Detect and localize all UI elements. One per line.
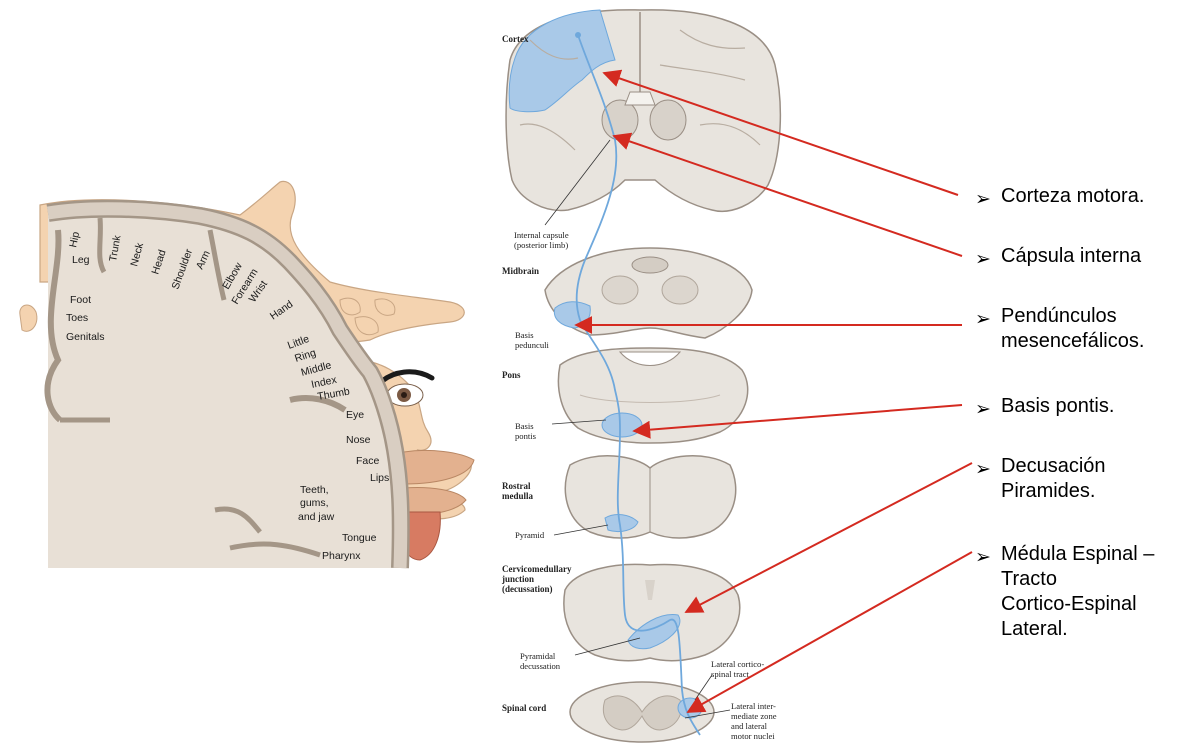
spinal-cord-section xyxy=(569,681,715,743)
annot-basis-pon-1: Basis xyxy=(515,421,534,431)
label-nose: Nose xyxy=(346,434,371,446)
annot-lat-zone-1: Lateral inter- xyxy=(731,701,776,711)
section-label-spinal: Spinal cord xyxy=(502,703,546,713)
annot-lat-zone-4: motor nuclei xyxy=(731,731,775,741)
arrow-bullet-icon: ➢ xyxy=(975,458,991,480)
annot-lat-tract-1: Lateral cortico- xyxy=(711,659,764,669)
arrow-bullet-icon: ➢ xyxy=(975,546,991,568)
arrow-bullet-icon: ➢ xyxy=(975,308,991,330)
pons-section xyxy=(557,347,749,444)
arrow-decusacion xyxy=(684,462,973,613)
arrow-corteza xyxy=(602,69,959,196)
corticospinal-pathway: Cortex Midbrain Pons Rostral medulla Cer… xyxy=(501,9,782,743)
section-label-cervico-1: Cervicomedullary xyxy=(502,564,572,574)
legend-text: Decusación Piramides. xyxy=(1001,455,1106,502)
arrow-capsula xyxy=(612,132,963,257)
annot-internal-1: Internal capsule xyxy=(514,230,569,240)
corticospinal-tract xyxy=(575,34,701,736)
annot-pyramid: Pyramid xyxy=(515,530,545,540)
arrow-bullet-icon: ➢ xyxy=(975,248,991,270)
cervicomedullary-section xyxy=(563,563,741,662)
section-label-pons: Pons xyxy=(502,370,521,380)
section-label-rostral-1: Rostral xyxy=(502,481,531,491)
section-label-cortex: Cortex xyxy=(502,34,529,44)
label-genitals: Genitals xyxy=(66,331,105,343)
section-label-rostral-2: medulla xyxy=(502,491,534,501)
label-index: Index xyxy=(310,374,338,391)
arrow-bullet-icon: ➢ xyxy=(975,188,991,210)
annot-lat-zone-2: mediate zone xyxy=(731,711,777,721)
label-eye: Eye xyxy=(346,409,364,421)
section-label-cervico-2: junction xyxy=(501,574,534,584)
label-tongue: Tongue xyxy=(342,532,377,544)
section-label-cervico-3: (decussation) xyxy=(502,584,553,594)
annot-lat-zone-3: and lateral xyxy=(731,721,768,731)
legend-text: Corteza motora. xyxy=(1001,185,1145,207)
label-hip: Hip xyxy=(67,231,82,249)
annot-pyr-dec-2: decussation xyxy=(520,661,561,671)
motor-homunculus: Hip Leg Trunk Neck Head Shoulder Arm Elb… xyxy=(19,180,475,569)
arrow-basis-pontis xyxy=(632,404,963,439)
label-foot: Foot xyxy=(70,294,91,306)
legend-item-decusacion: ➢ Decusación Piramides. xyxy=(975,454,1200,504)
label-teeth-3: and jaw xyxy=(298,511,335,523)
arrow-bullet-icon: ➢ xyxy=(975,398,991,420)
pointer-arrows xyxy=(574,69,973,713)
annot-pyr-dec-1: Pyramidal xyxy=(520,651,556,661)
label-teeth-2: gums, xyxy=(300,497,329,509)
label-lips: Lips xyxy=(370,472,389,484)
legend-item-pedunculos: ➢ Pendúnculos mesencefálicos. xyxy=(975,304,1200,354)
legend-item-corteza: ➢ Corteza motora. xyxy=(975,184,1200,214)
legend-text: Cápsula interna xyxy=(1001,245,1142,267)
legend-text: Pendúnculos mesencefálicos. xyxy=(1001,305,1145,352)
label-face: Face xyxy=(356,455,380,467)
cortex-section xyxy=(505,9,782,212)
annot-internal-2: (posterior limb) xyxy=(514,240,568,250)
label-pharynx: Pharynx xyxy=(322,550,361,562)
legend-item-capsula: ➢ Cápsula interna xyxy=(975,244,1200,274)
arrow-medula xyxy=(686,551,973,713)
legend-item-medula: ➢ Médula Espinal – Tracto Cortico-Espina… xyxy=(975,542,1200,642)
annot-basis-pon-2: pontis xyxy=(515,431,537,441)
label-leg: Leg xyxy=(72,254,90,266)
label-thumb: Thumb xyxy=(316,385,350,403)
annot-lat-tract-2: spinal tract xyxy=(711,669,750,679)
motor-cortex-highlight xyxy=(508,9,616,113)
label-teeth-1: Teeth, xyxy=(300,484,329,496)
annot-basis-ped-2: pedunculi xyxy=(515,340,550,350)
midbrain-section xyxy=(544,247,753,339)
legend-text: Médula Espinal – Tracto Cortico-Espinal … xyxy=(1001,543,1155,640)
label-toes: Toes xyxy=(66,312,88,324)
legend-text: Basis pontis. xyxy=(1001,395,1115,417)
label-trunk: Trunk xyxy=(107,234,124,263)
legend-item-basis-pontis: ➢ Basis pontis. xyxy=(975,394,1200,424)
rostral-medulla-section xyxy=(564,455,737,539)
annot-basis-ped-1: Basis xyxy=(515,330,534,340)
section-label-midbrain: Midbrain xyxy=(502,266,539,276)
